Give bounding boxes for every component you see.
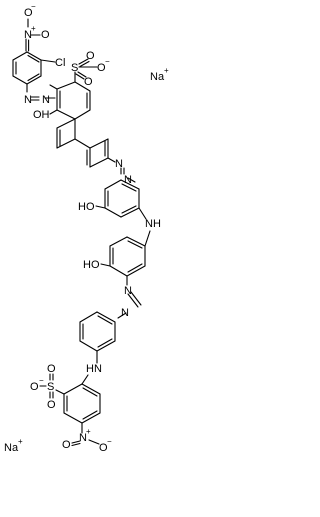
azo2-n2: N <box>124 174 132 186</box>
bonds <box>12 18 151 447</box>
nitro-top-minus: − <box>31 2 36 11</box>
sodium-bottom-plus: + <box>18 437 23 446</box>
sulfonate-bottom-o2: O <box>30 381 39 393</box>
atom-labels: O − N + O Cl Na + N N S O O − O OH N N H… <box>4 2 169 454</box>
sulfonate-bottom-minus: − <box>39 376 44 385</box>
nitro-top-plus: + <box>31 24 36 33</box>
nitro-bottom-o: O <box>62 439 71 451</box>
nitro-top-o-minus: O <box>24 7 33 19</box>
chlorine-label: Cl <box>55 57 65 69</box>
ring1-ho-label: HO <box>78 201 95 213</box>
amine-bottom-label: HN <box>86 363 102 375</box>
nitro-top-o: O <box>41 29 50 41</box>
amine-mid-h: H <box>153 218 161 230</box>
sulfonate-top-minus: − <box>105 57 110 66</box>
amine-mid-n: N <box>145 218 153 230</box>
azo1-n2: N <box>42 94 50 106</box>
nitro-bottom-minus: − <box>107 437 112 446</box>
sodium-top-plus: + <box>164 66 169 75</box>
sulfonate-bottom-s: S <box>47 381 54 393</box>
nitro-bottom-o-minus: O <box>99 442 108 454</box>
molecule-structure: O − N + O Cl Na + N N S O O − O OH N N H… <box>4 2 169 454</box>
sulfonate-bottom-o3: O <box>47 399 56 411</box>
nitro-bottom-n: N <box>79 432 87 444</box>
azo2-n1: N <box>115 158 123 170</box>
azo3-n2: N <box>121 307 129 319</box>
sulfonate-top-o3: O <box>84 76 93 88</box>
azo1-n1: N <box>24 94 32 106</box>
azo3-n1: N <box>124 285 132 297</box>
sodium-top-label: Na <box>150 71 165 83</box>
nitro-top-n: N <box>24 29 32 41</box>
sulfonate-top-s: S <box>71 62 78 74</box>
sodium-bottom-label: Na <box>4 442 19 454</box>
nitro-bottom-plus: + <box>86 427 91 436</box>
sulfonate-bottom-o1: O <box>47 363 56 375</box>
sulfonate-top-o2: O <box>97 62 106 74</box>
sulfonate-top-o1: O <box>86 50 95 62</box>
naphthol-oh-label: OH <box>33 109 50 121</box>
ring2-ho-label: HO <box>83 259 100 271</box>
